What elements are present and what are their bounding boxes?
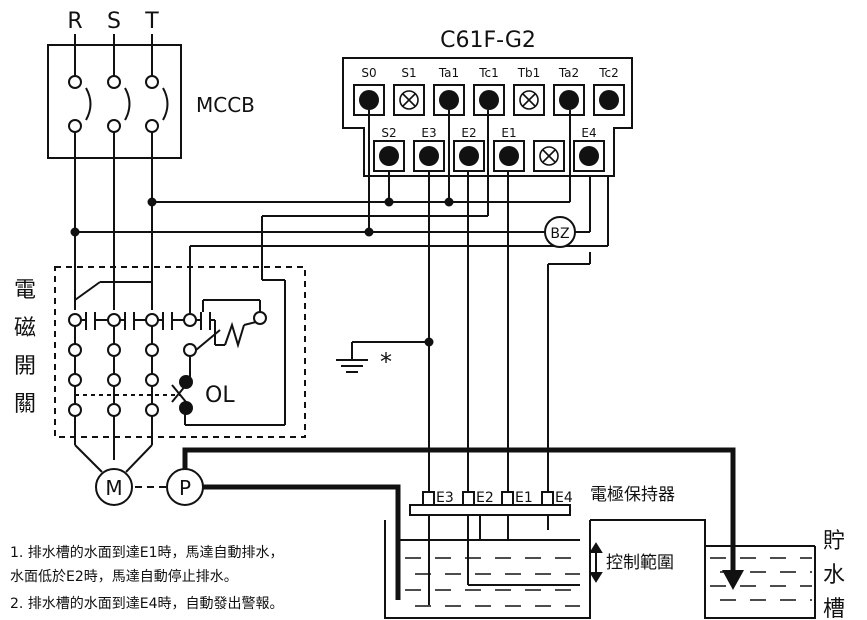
contactor-contacts <box>68 216 286 460</box>
motor-label: M <box>105 476 122 500</box>
electrode-holder <box>409 504 571 516</box>
reservoir-label-char: 貯 <box>823 529 845 554</box>
contactor-label-char: 磁 <box>14 316 36 341</box>
terminal-bottom-e4: E4 <box>573 126 605 172</box>
drain-water-lines <box>405 557 580 607</box>
terminal-bottom-e3: E3 <box>413 126 445 172</box>
outlet-arrow <box>722 570 744 590</box>
buzzer-label: BZ <box>550 226 569 242</box>
terminal-bottom-label: E1 <box>501 126 516 140</box>
terminal-top-s1: S1 <box>393 66 425 116</box>
reservoir-label-char: 水 <box>823 563 845 588</box>
reservoir-water-lines <box>710 557 812 601</box>
terminal-top-label: Tc1 <box>478 66 499 80</box>
contactor-label-char: 電 <box>14 278 36 303</box>
terminal-row-top: S0 S1 Ta1 Tc1 Tb1 Ta2 Tc2 <box>353 66 625 116</box>
control-range-arrow <box>589 542 603 583</box>
ground-mark: * <box>380 348 392 376</box>
terminal-bottom-label: S2 <box>381 126 396 140</box>
terminal-top-label: Ta2 <box>558 66 579 80</box>
terminal-top-label: S1 <box>401 66 416 80</box>
terminal-bottom-e2: E2 <box>453 126 485 172</box>
note-line-3: 2. 排水槽的水面到達E4時，自動發出警報。 <box>10 596 284 612</box>
reservoir-label-char: 槽 <box>823 597 845 620</box>
buzzer <box>544 216 576 248</box>
mccb-breaker <box>47 44 182 159</box>
terminal-top-label: S0 <box>361 66 376 80</box>
electrode-label-e4: E4 <box>555 490 573 506</box>
terminal-top-tc2: Tc2 <box>593 66 625 116</box>
terminal-row-bottom: S2 E3 E2 E1 E4 <box>373 126 605 172</box>
phase-t-label: T <box>144 9 159 34</box>
contactor-label-char: 開 <box>14 354 36 379</box>
terminal-bottom-blank <box>533 140 565 172</box>
contactor-box <box>54 266 306 438</box>
ol-label: OL <box>205 383 235 408</box>
phase-s-label: S <box>107 9 121 34</box>
electrode-label-e1: E1 <box>515 490 533 506</box>
pipes <box>182 447 736 600</box>
pump-label: P <box>179 476 191 500</box>
electrode-label-e2: E2 <box>476 490 494 506</box>
drain-tank <box>384 519 816 619</box>
motor <box>95 468 133 506</box>
phase-r-label: R <box>67 9 82 34</box>
terminal-bottom-label: E2 <box>461 126 476 140</box>
terminal-top-ta2: Ta2 <box>553 66 585 116</box>
terminal-bottom-e1: E1 <box>493 126 525 172</box>
terminal-bottom-s2: S2 <box>373 126 405 172</box>
mccb-label: MCCB <box>196 93 255 117</box>
electrode-holder-label: 電極保持器 <box>590 485 675 505</box>
terminal-bottom-label: E4 <box>581 126 596 140</box>
electrode-label-e3: E3 <box>436 490 454 506</box>
note-line-2: 水面低於E2時，馬達自動停止排水。 <box>10 569 238 585</box>
terminal-top-label: Ta1 <box>438 66 459 80</box>
controller-title: C61F-G2 <box>440 28 536 53</box>
terminal-top-tb1: Tb1 <box>513 66 545 116</box>
terminal-top-label: Tc2 <box>598 66 619 80</box>
contactor-label-char: 關 <box>14 392 36 417</box>
control-range-label: 控制範圍 <box>606 553 674 573</box>
ground-symbol <box>336 341 429 373</box>
note-line-1: 1. 排水槽的水面到達E1時，馬達自動排水， <box>10 545 284 561</box>
terminal-top-label: Tb1 <box>517 66 541 80</box>
terminal-bottom-label: E3 <box>421 126 436 140</box>
